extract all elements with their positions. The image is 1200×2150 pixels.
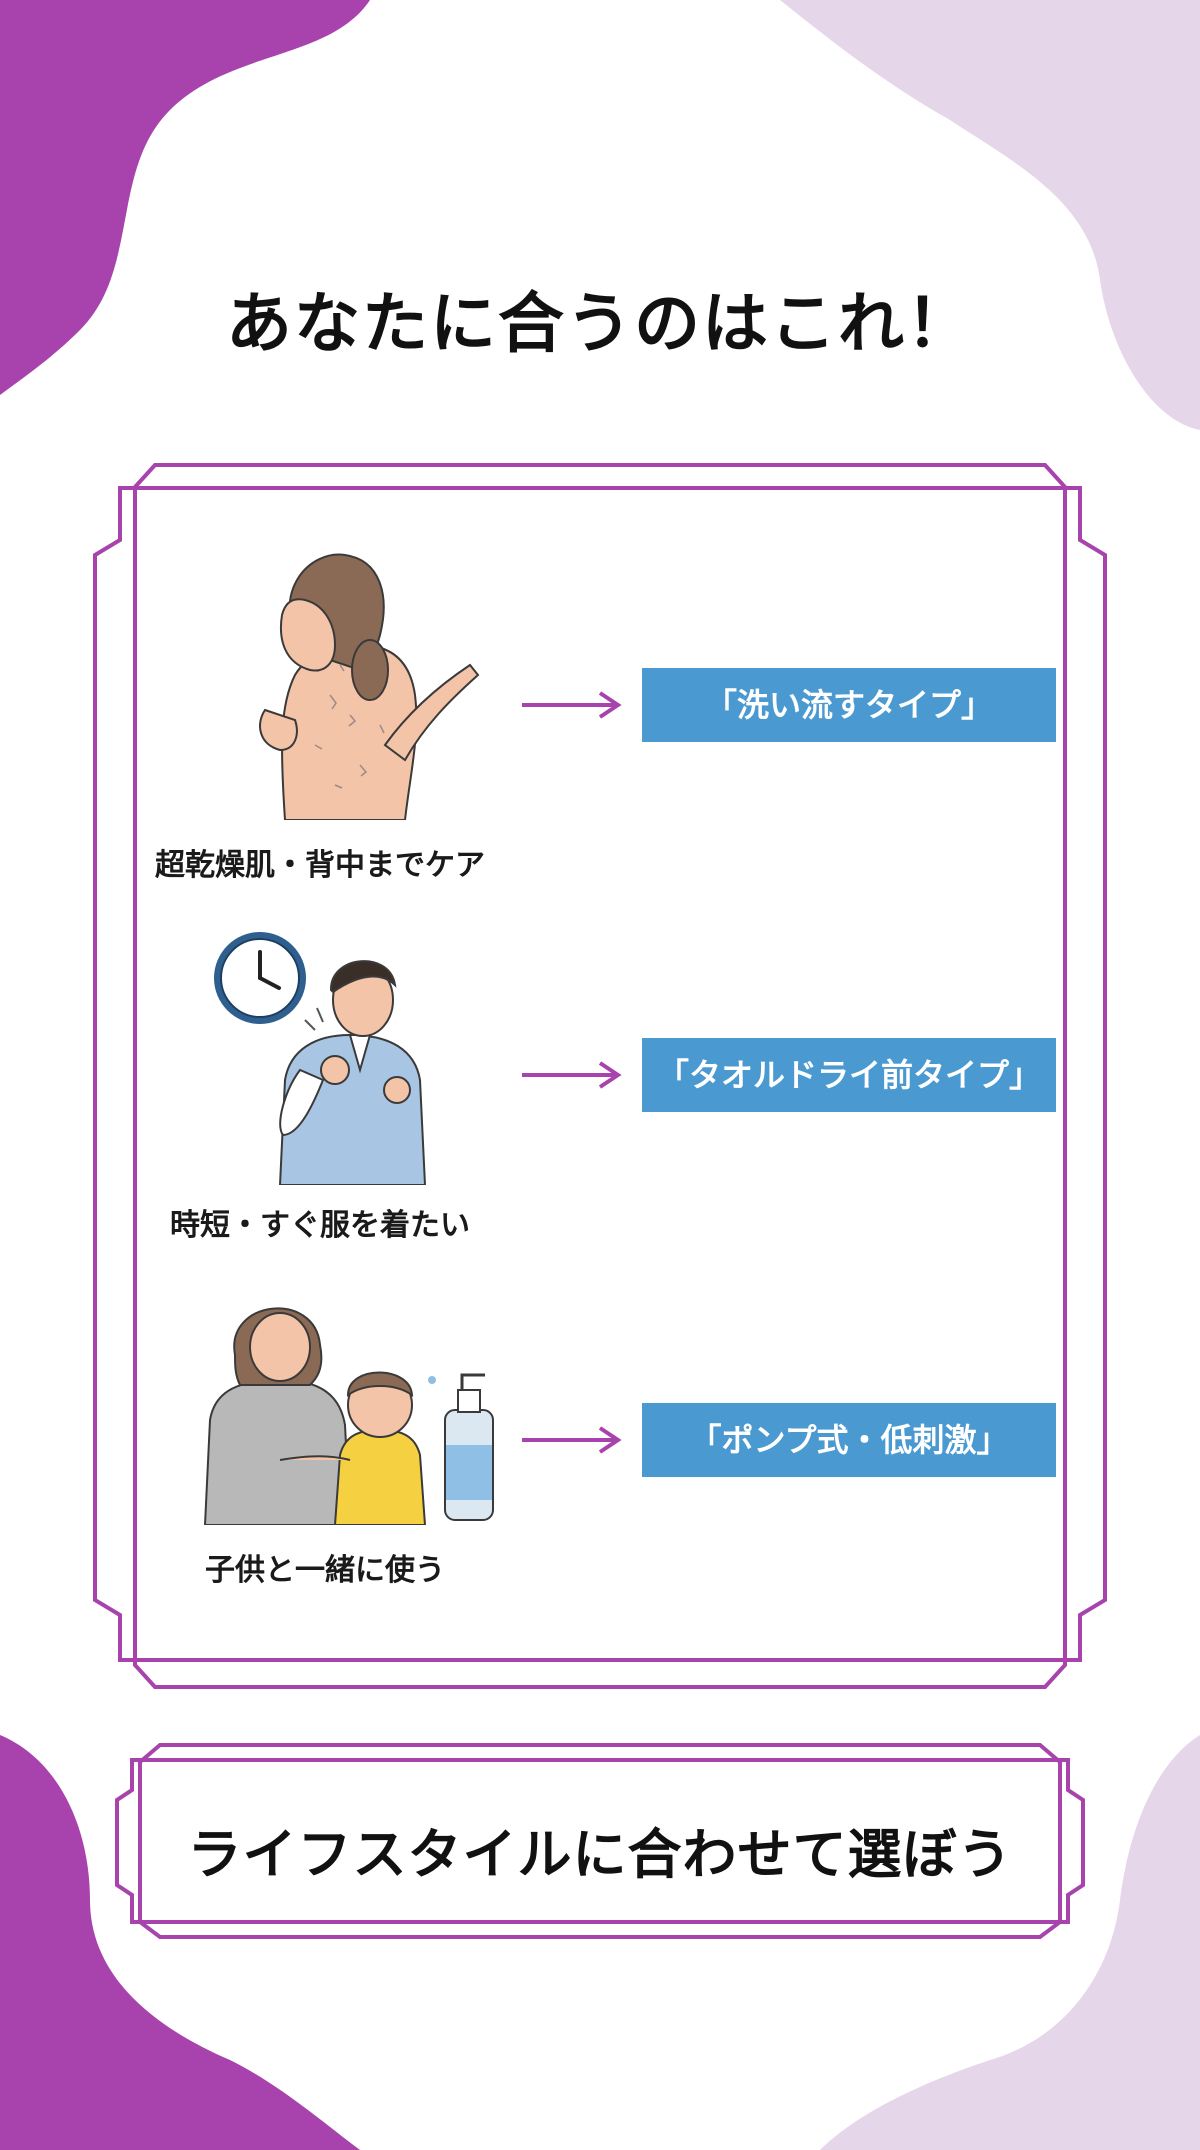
type-badge-rinse-off: 「洗い流すタイプ」 (642, 668, 1056, 742)
pump-bottle-icon (428, 1373, 494, 1521)
man-towel-illustration (214, 932, 427, 1185)
arrow-right-icon (522, 1426, 622, 1454)
main-frame (93, 463, 1107, 1689)
woman-dry-back-illustration (259, 553, 480, 820)
corner-blob-bottom-right (820, 1735, 1200, 2150)
clock-icon (214, 932, 306, 1024)
corner-blob-top-right (780, 0, 1200, 430)
row-label-with-child: 子供と一緒に使う (205, 1553, 445, 1588)
row-label-dry-skin: 超乾燥肌・背中までケア (155, 848, 485, 883)
corner-blob-bottom-left (0, 1735, 360, 2150)
arrow-right-icon (522, 691, 622, 719)
footer-message: ライフスタイルに合わせて選ぼう (187, 1823, 1013, 1886)
arrow-right-icon (522, 1061, 622, 1089)
page-title: あなたに合うのはこれ！ (226, 285, 974, 362)
type-badge-pump-low-irritation: 「ポンプ式・低刺激」 (642, 1403, 1056, 1477)
corner-blob-top-left (0, 0, 370, 395)
row-label-time-saving: 時短・すぐ服を着たい (170, 1208, 470, 1243)
mother-child-illustration (203, 1307, 494, 1525)
type-badge-before-towel-dry: 「タオルドライ前タイプ」 (642, 1038, 1056, 1112)
footer-frame (115, 1743, 1085, 1939)
